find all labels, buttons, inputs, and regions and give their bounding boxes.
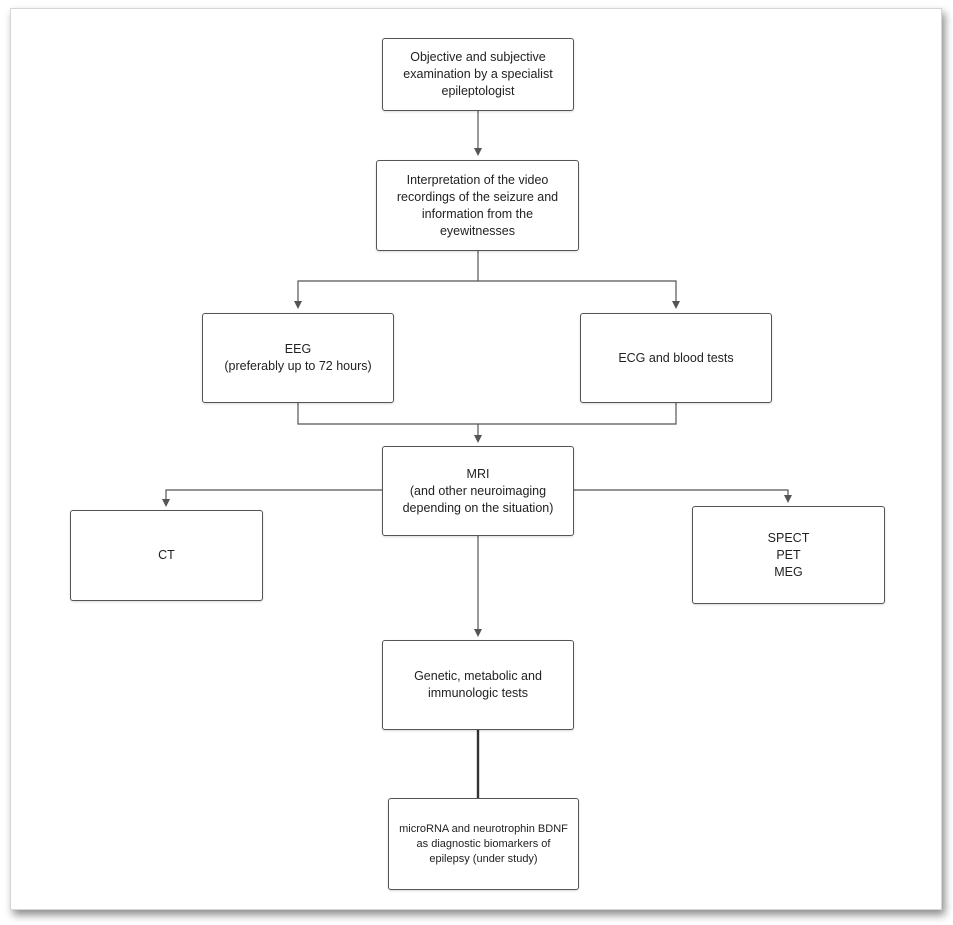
node-ecg-blood-tests-label: ECG and blood tests [618, 350, 734, 365]
node-mri: MRI (and other neuroimaging depending on… [382, 446, 574, 536]
edge-video-to-eeg [294, 251, 479, 309]
node-specialist-examination-label: Objective and subjective examination by … [403, 50, 553, 98]
node-video-interpretation: Interpretation of the video recordings o… [376, 160, 579, 251]
node-ct: CT [70, 510, 263, 601]
node-spect-pet-meg: SPECT PET MEG [692, 506, 885, 604]
node-ct-label: CT [158, 548, 175, 562]
edge-ecg-to-mri [478, 403, 677, 425]
node-microrna-biomarkers: microRNA and neurotrophin BDNF as diagno… [388, 798, 579, 890]
node-mri-label: MRI (and other neuroimaging depending on… [402, 466, 554, 515]
node-eeg-label: EEG (preferably up to 72 hours) [224, 342, 372, 373]
node-microrna-biomarkers-label: microRNA and neurotrophin BDNF as diagno… [399, 822, 568, 865]
edge-mri-to-ct [162, 489, 383, 507]
edge-mri-to-spect [572, 489, 792, 503]
node-eeg: EEG (preferably up to 72 hours) [202, 313, 394, 403]
node-genetic-tests: Genetic, metabolic and immunologic tests [382, 640, 574, 730]
node-video-interpretation-label: Interpretation of the video recordings o… [396, 172, 559, 238]
node-specialist-examination: Objective and subjective examination by … [382, 38, 574, 111]
node-spect-pet-meg-label: SPECT PET MEG [767, 530, 810, 579]
node-ecg-blood-tests: ECG and blood tests [580, 313, 772, 403]
edge-eeg-to-mri [297, 403, 482, 443]
node-genetic-tests-label: Genetic, metabolic and immunologic tests [414, 669, 542, 700]
edge-video-to-ecg [478, 280, 680, 309]
